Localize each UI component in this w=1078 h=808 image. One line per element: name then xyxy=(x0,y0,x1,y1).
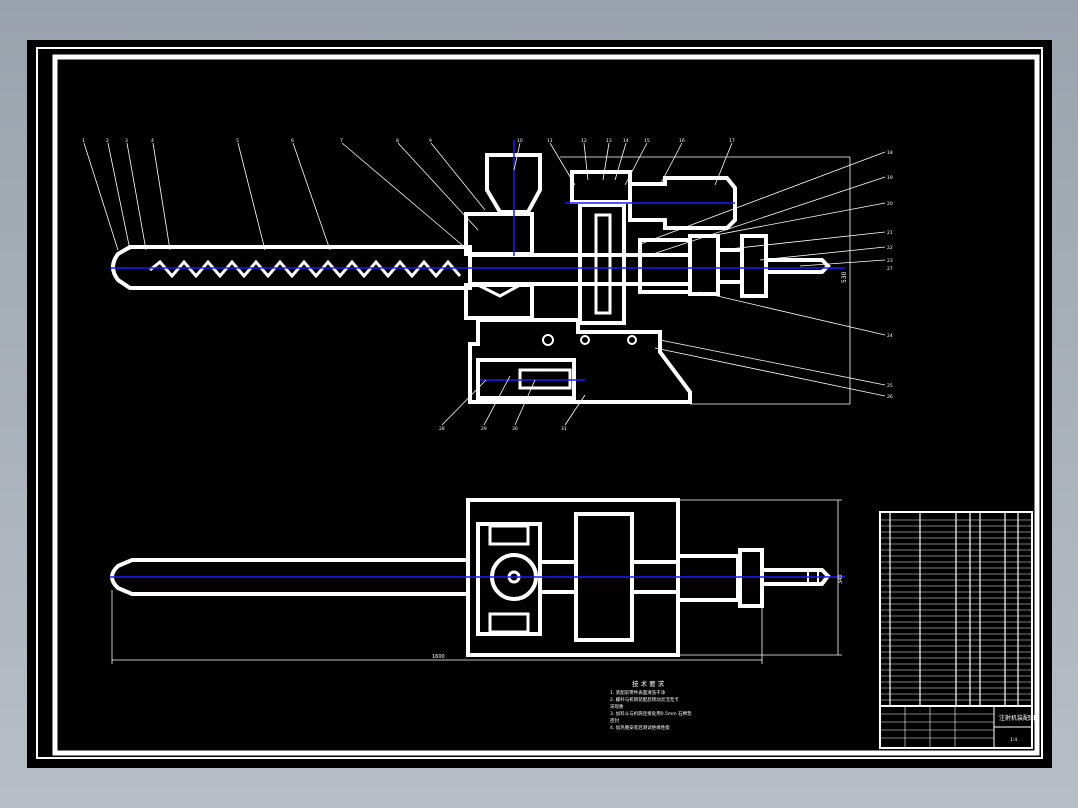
callout-28: 28 xyxy=(439,426,445,432)
parts-list xyxy=(879,511,1033,707)
technical-requirements: 技 术 要 求 1. 装配前零件表面清洗干净 2. 螺杆与机筒装配后转动灵活无卡… xyxy=(610,679,692,731)
callout-1: 1 xyxy=(82,138,85,144)
callout-4: 4 xyxy=(151,138,154,144)
callout-20: 20 xyxy=(887,201,893,207)
screw-helix xyxy=(149,259,462,279)
tech-req-title: 技 术 要 求 xyxy=(632,679,665,688)
callout-29: 29 xyxy=(481,426,487,432)
callout-25: 25 xyxy=(887,383,893,389)
callout-24: 24 xyxy=(887,333,893,339)
side-view-centerlines xyxy=(110,140,845,381)
leader-lines xyxy=(83,142,886,426)
gear-disc xyxy=(578,203,626,325)
callout-13: 13 xyxy=(606,138,612,144)
side-view xyxy=(111,153,831,404)
drawing-scale: 1:4 xyxy=(1010,737,1017,743)
callout-26: 26 xyxy=(887,394,893,400)
callout-18: 18 xyxy=(887,150,893,156)
sheet-inner-border xyxy=(52,54,1040,756)
motor xyxy=(628,176,737,230)
sheet-outer-border xyxy=(36,47,1043,759)
callout-30: 30 xyxy=(512,426,518,432)
side-height-dimension: 530 xyxy=(841,271,848,283)
coupling xyxy=(688,234,720,296)
piston-rod xyxy=(764,258,831,274)
tech-req-item-1: 1. 装配前零件表面清洗干净 xyxy=(610,689,666,696)
tech-req-item-2: 2. 螺杆与机筒装配后转动灵活无卡 xyxy=(610,696,679,703)
callout-10: 10 xyxy=(517,138,523,144)
tech-req-item-4: 3. 加料斗与机筒连接处用0.5mm 石棉垫 xyxy=(610,710,692,717)
plan-hopper-block xyxy=(476,522,542,636)
callout-15: 15 xyxy=(644,138,650,144)
side-dimension xyxy=(560,156,851,405)
callout-2: 2 xyxy=(106,138,109,144)
plan-rod xyxy=(760,568,831,586)
callout-9: 9 xyxy=(429,138,432,144)
callout-17: 17 xyxy=(729,138,735,144)
injection-cylinder xyxy=(476,358,576,400)
callout-5: 5 xyxy=(236,138,239,144)
callout-7: 7 xyxy=(340,138,343,144)
callout-22: 22 xyxy=(887,245,893,251)
callout-labels: 1 2 3 4 5 6 7 8 9 10 11 12 13 14 15 16 1… xyxy=(82,138,893,432)
plan-dimensions xyxy=(111,499,842,664)
callout-23: 23 xyxy=(887,258,893,264)
callout-21: 21 xyxy=(887,230,893,236)
callout-11: 11 xyxy=(547,138,553,144)
tech-req-item-6: 4. 加热圈安装后测试绝缘性能 xyxy=(610,724,670,731)
callout-12: 12 xyxy=(581,138,587,144)
machine-base xyxy=(468,318,692,404)
tech-req-item-5: 密封 xyxy=(610,717,619,724)
callout-6: 6 xyxy=(291,138,294,144)
drawing-name: 注射机装配图 xyxy=(999,714,1035,722)
callout-16: 16 xyxy=(679,138,685,144)
callout-8: 8 xyxy=(396,138,399,144)
plan-height-dimension: 340 xyxy=(838,574,844,584)
plan-length-dimension: 1600 xyxy=(432,654,445,660)
callout-31: 31 xyxy=(561,426,567,432)
callout-3: 3 xyxy=(125,138,128,144)
callout-27: 27 xyxy=(887,266,893,272)
callout-14: 14 xyxy=(623,138,629,144)
title-block: 注射机装配图 1:4 xyxy=(879,705,1035,749)
callout-19: 19 xyxy=(887,175,893,181)
tech-req-item-3: 滞现象 xyxy=(610,703,624,710)
